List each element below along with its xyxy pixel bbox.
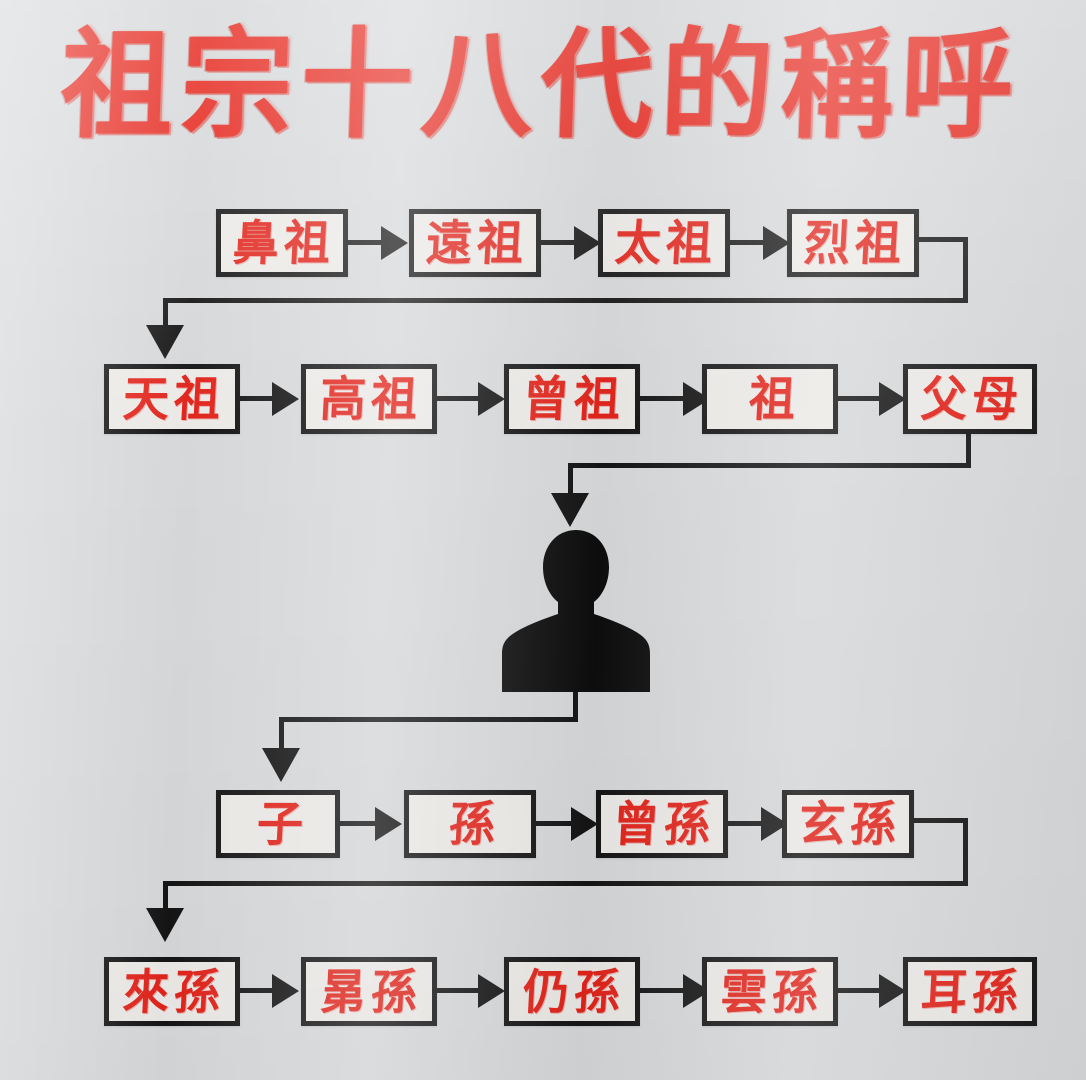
node-label: 耳孫	[919, 963, 1025, 1020]
node-label: 仍孫	[521, 963, 627, 1020]
wrap-connector-row3-right	[963, 818, 968, 886]
connector-line	[640, 988, 696, 993]
connector-line	[340, 821, 384, 826]
node-label: 遠祖	[424, 214, 530, 272]
page-title: 祖宗十八代的稱呼	[58, 15, 1024, 155]
node-label: 曾祖	[521, 370, 627, 428]
connector-line	[437, 988, 489, 993]
arrow-right-icon	[879, 974, 906, 1008]
connector-line	[640, 396, 696, 401]
node-ersun[interactable]: 耳孫	[903, 957, 1037, 1026]
node-sun[interactable]: 孫	[404, 790, 536, 858]
connector-line	[348, 240, 388, 245]
connector-line	[838, 396, 890, 401]
node-label: 烈祖	[802, 214, 908, 272]
connector-line	[240, 988, 278, 993]
arrow-down-icon	[146, 325, 184, 359]
arrow-down-icon	[262, 748, 300, 782]
node-laisun[interactable]: 來孫	[104, 957, 240, 1026]
node-zi[interactable]: 子	[216, 790, 340, 858]
arrow-right-icon	[763, 226, 790, 260]
wrap-connector-row3-top	[910, 818, 968, 823]
connector-parents-down	[966, 434, 971, 468]
node-bizu[interactable]: 鼻祖	[216, 209, 348, 277]
arrow-right-icon	[381, 226, 408, 260]
node-label: 太祖	[613, 214, 719, 272]
connector-line	[240, 396, 278, 401]
connector-line	[541, 240, 581, 245]
connector-line	[536, 821, 580, 826]
arrow-right-icon	[375, 807, 402, 841]
wrap-connector-row1-right	[963, 237, 968, 303]
node-tianzu[interactable]: 天祖	[104, 364, 240, 434]
node-gaozu[interactable]: 高祖	[301, 364, 437, 434]
node-liezu[interactable]: 烈祖	[787, 209, 919, 277]
wrap-connector-row3-bottom	[163, 881, 968, 886]
node-label: 高祖	[318, 370, 424, 428]
node-kunsun[interactable]: 晜孫	[301, 957, 437, 1026]
arrow-down-icon	[551, 493, 589, 527]
connector-parents-left	[568, 463, 971, 468]
node-label: 曾孫	[611, 795, 717, 853]
node-taizu[interactable]: 太祖	[598, 209, 730, 277]
node-label: 雲孫	[719, 963, 825, 1020]
connector-self-down	[573, 690, 578, 722]
wrap-connector-row1-bottom	[163, 298, 968, 303]
node-zu[interactable]: 祖	[702, 364, 838, 434]
arrow-right-icon	[478, 974, 505, 1008]
node-label: 孫	[447, 795, 497, 853]
person-silhouette-icon	[496, 528, 656, 694]
arrow-right-icon	[478, 382, 505, 416]
node-label: 玄孫	[797, 795, 903, 853]
node-label: 晜孫	[318, 963, 424, 1020]
connector-self-to-child	[279, 717, 284, 753]
wrap-connector-row1-left	[163, 298, 168, 330]
wrap-connector-row3-left	[163, 881, 168, 913]
connector-line	[730, 240, 770, 245]
node-label: 鼻祖	[231, 214, 337, 272]
arrow-right-icon	[879, 382, 906, 416]
node-label: 父母	[919, 370, 1025, 428]
node-rengsun[interactable]: 仍孫	[504, 957, 640, 1026]
wrap-connector-row1-top	[914, 237, 968, 242]
node-label: 來孫	[121, 963, 227, 1020]
node-label: 天祖	[121, 370, 227, 428]
node-zengzu[interactable]: 曾祖	[504, 364, 640, 434]
arrow-right-icon	[571, 807, 598, 841]
connector-line	[437, 396, 489, 401]
connector-line	[838, 988, 890, 993]
arrow-right-icon	[272, 382, 299, 416]
connector-self-left	[279, 717, 578, 722]
node-yuanzu[interactable]: 遠祖	[409, 209, 541, 277]
arrow-down-icon	[146, 908, 184, 942]
node-yunsun[interactable]: 雲孫	[702, 957, 838, 1026]
node-zengsun[interactable]: 曾孫	[596, 790, 728, 858]
node-fumu[interactable]: 父母	[903, 364, 1037, 434]
node-xuansun[interactable]: 玄孫	[782, 790, 914, 858]
connector-parents-to-self	[568, 463, 573, 498]
connector-line	[728, 821, 768, 826]
node-label: 子	[255, 795, 305, 853]
arrow-right-icon	[272, 974, 299, 1008]
node-label: 祖	[747, 370, 797, 428]
arrow-right-icon	[574, 226, 601, 260]
